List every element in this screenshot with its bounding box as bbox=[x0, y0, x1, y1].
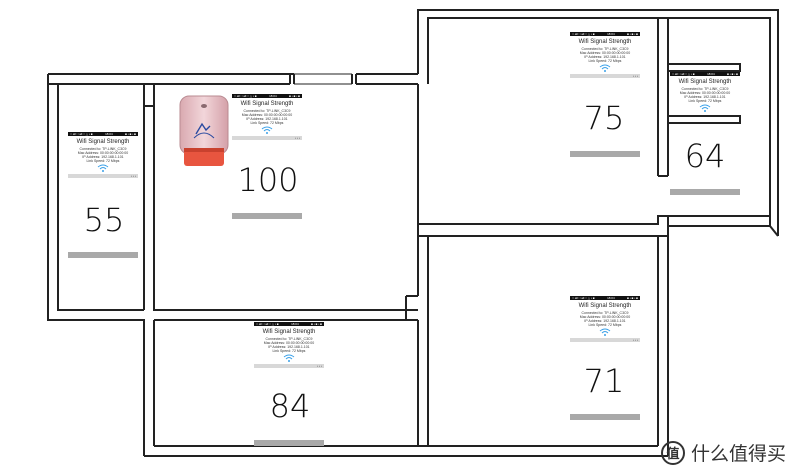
signal-bar-bottom-middle bbox=[254, 440, 324, 446]
screenshot-title: Wifi Signal Strength bbox=[262, 329, 316, 335]
screenshot-title: Wifi Signal Strength bbox=[578, 303, 632, 309]
signal-value-bottom-right: 71 bbox=[583, 362, 625, 400]
wifi-icon bbox=[599, 64, 611, 72]
wifi-screenshot-bottom-right: ∷ all ∷ all ○ △ • ■18:04■ • ■ • ■ Wifi S… bbox=[570, 296, 640, 342]
wifi-icon bbox=[699, 104, 711, 112]
status-bar: ∷ all ∷ all ○ △ • ■18:04■ • ■ • ■ bbox=[232, 94, 302, 98]
signal-bar-far-right bbox=[670, 189, 740, 195]
wifi-screenshot-left: ∷ all ∷ all ○ △ • ■18:04■ • ■ • ■ Wifi S… bbox=[68, 132, 138, 178]
signal-value-living: 100 bbox=[237, 161, 299, 199]
signal-value-top-right: 75 bbox=[583, 99, 625, 137]
signal-value-far-right: 64 bbox=[684, 137, 726, 175]
screenshot-title: Wifi Signal Strength bbox=[678, 79, 732, 85]
status-bar: ∷ all ∷ all ○ △ • ■18:04■ • ■ • ■ bbox=[570, 32, 640, 36]
wifi-screenshot-far-right: ∷ all ∷ all ○ △ • ■18:04■ • ■ • ■ Wifi S… bbox=[670, 72, 740, 112]
watermark-badge: 值 bbox=[660, 440, 685, 465]
signal-bar-left bbox=[68, 252, 138, 258]
signal-meter: • • • bbox=[254, 364, 324, 368]
watermark-text: 什么值得买 bbox=[690, 443, 786, 465]
screenshot-title: Wifi Signal Strength bbox=[240, 101, 294, 107]
screenshot-title: Wifi Signal Strength bbox=[578, 39, 632, 45]
wifi-icon bbox=[261, 126, 273, 134]
wifi-screenshot-living: ∷ all ∷ all ○ △ • ■18:04■ • ■ • ■ Wifi S… bbox=[232, 94, 302, 140]
signal-bar-top-right bbox=[570, 151, 640, 157]
status-bar: ∷ all ∷ all ○ △ • ■18:04■ • ■ • ■ bbox=[254, 322, 324, 326]
wifi-icon bbox=[97, 164, 109, 172]
signal-meter: • • • bbox=[570, 74, 640, 78]
outer-walls bbox=[47, 9, 779, 457]
status-bar: ∷ all ∷ all ○ △ • ■18:04■ • ■ • ■ bbox=[570, 296, 640, 300]
router-icon bbox=[179, 95, 229, 166]
signal-value-left: 55 bbox=[83, 201, 125, 239]
wifi-icon bbox=[599, 328, 611, 336]
watermark: 值 什么值得买 bbox=[660, 439, 786, 466]
wifi-screenshot-bottom-middle: ∷ all ∷ all ○ △ • ■18:04■ • ■ • ■ Wifi S… bbox=[254, 322, 324, 368]
wifi-icon bbox=[283, 354, 295, 362]
status-bar: ∷ all ∷ all ○ △ • ■18:04■ • ■ • ■ bbox=[670, 72, 740, 76]
signal-value-bottom-middle: 84 bbox=[269, 387, 311, 425]
signal-meter: • • • bbox=[68, 174, 138, 178]
screenshot-title: Wifi Signal Strength bbox=[76, 139, 130, 145]
signal-meter: • • • bbox=[570, 338, 640, 342]
signal-meter: • • • bbox=[232, 136, 302, 140]
signal-bar-bottom-right bbox=[570, 414, 640, 420]
status-bar: ∷ all ∷ all ○ △ • ■18:04■ • ■ • ■ bbox=[68, 132, 138, 136]
wifi-screenshot-top-right: ∷ all ∷ all ○ △ • ■18:04■ • ■ • ■ Wifi S… bbox=[570, 32, 640, 78]
signal-bar-living bbox=[232, 213, 302, 219]
